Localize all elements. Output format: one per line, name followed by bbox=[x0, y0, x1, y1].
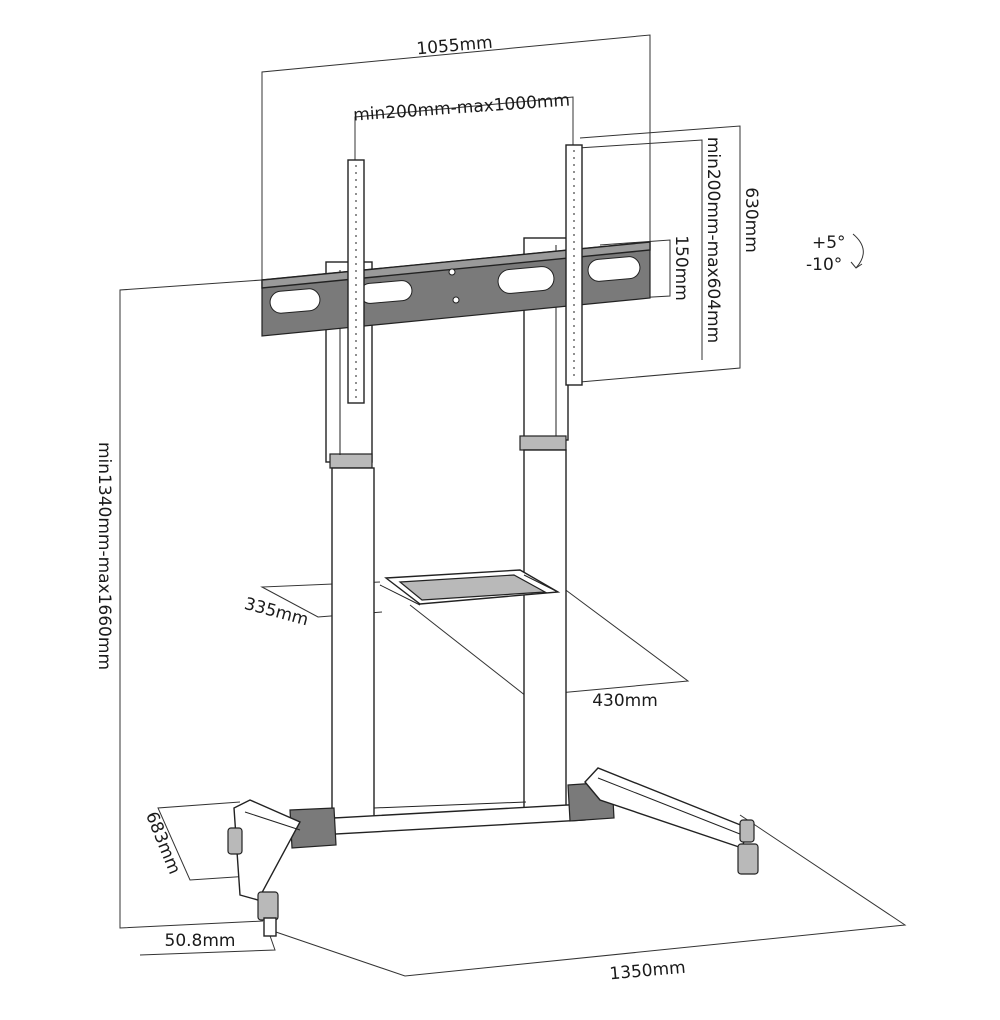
left-leg bbox=[233, 799, 301, 901]
overall-width-dimension: 1055mm bbox=[261, 33, 651, 280]
base-width-label: 1350mm bbox=[609, 958, 687, 985]
stand-height-label: min1340mm-max1660mm bbox=[94, 442, 114, 670]
adjustable-width-dimension: min200mm-max1000mm bbox=[353, 90, 574, 160]
left-vertical-bracket bbox=[347, 159, 365, 404]
curved-arrow-icon bbox=[850, 233, 864, 269]
height-dimensions: 630mm min200mm-max604mm 150mm bbox=[577, 125, 761, 383]
overall-width-label: 1055mm bbox=[416, 33, 494, 60]
right-vertical-bracket bbox=[565, 144, 583, 386]
shelf-dimensions: 335mm 430mm bbox=[242, 581, 690, 711]
shelf bbox=[379, 569, 561, 606]
tilt-indicator: +5° -10° bbox=[806, 233, 864, 275]
mounting-plate bbox=[261, 241, 651, 337]
plate-height-label: 150mm bbox=[671, 235, 691, 301]
right-column bbox=[519, 237, 569, 816]
base-dimensions: 683mm 50.8mm 1350mm bbox=[139, 801, 907, 985]
tilt-up-label: +5° bbox=[812, 233, 846, 253]
adjustable-height-label: min200mm-max604mm bbox=[703, 137, 723, 343]
caster-wheels bbox=[227, 819, 759, 937]
stand-height-dimension: min1340mm-max1660mm bbox=[94, 279, 264, 929]
tube-size-label: 50.8mm bbox=[165, 931, 236, 951]
frame-height-label: 630mm bbox=[741, 187, 761, 253]
adjustable-width-label: min200mm-max1000mm bbox=[353, 90, 571, 125]
shelf-depth-label: 335mm bbox=[242, 594, 311, 630]
base-depth-label: 683mm bbox=[141, 809, 184, 877]
shelf-width-label: 430mm bbox=[592, 691, 658, 711]
tilt-down-label: -10° bbox=[806, 255, 842, 275]
